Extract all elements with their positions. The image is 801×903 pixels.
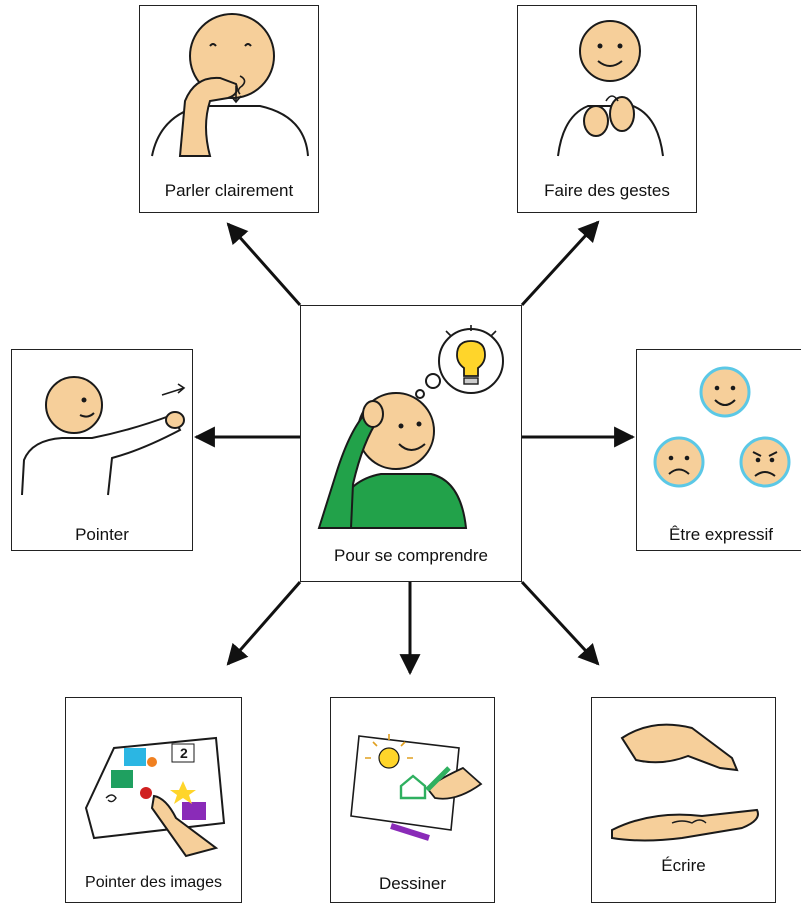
picture-board-icon: 2 [84, 736, 226, 858]
center-label: Pour se comprendre [333, 546, 489, 565]
card-point-images: 2 Pointer des images [65, 697, 242, 903]
pointing-person-icon [21, 376, 186, 496]
card-write: Écrire [591, 697, 776, 903]
signing-person-icon [557, 20, 664, 157]
card-label: Pointer [75, 525, 129, 544]
lightbulb-icon [445, 325, 497, 385]
svg-text:2: 2 [180, 745, 188, 761]
card-expressive: Être expressif [636, 349, 801, 551]
card-draw: Dessiner [330, 697, 495, 903]
card-label: Dessiner [378, 874, 447, 893]
drawing-hand-icon [350, 734, 483, 841]
card-label: Pointer des images [85, 874, 222, 891]
card-label: Faire des gestes [544, 181, 670, 200]
arrow-to-images [226, 581, 302, 666]
card-point: Pointer [11, 349, 193, 551]
card-speak-clearly: Parler clairement [139, 5, 319, 213]
card-center-understand: Pour se comprendre [300, 305, 522, 582]
emotion-faces-icon [653, 366, 791, 488]
arrow-to-gesture [520, 220, 600, 307]
card-label: Être expressif [669, 525, 773, 544]
speaking-person-icon [151, 13, 309, 157]
card-gestures: Faire des gestes [517, 5, 697, 213]
arrow-to-speak [226, 222, 302, 306]
card-label: Parler clairement [164, 181, 294, 200]
card-label: Écrire [661, 856, 706, 875]
writing-hands-icon [611, 723, 759, 842]
thinking-person-icon [317, 325, 504, 529]
arrow-to-write [520, 580, 600, 666]
